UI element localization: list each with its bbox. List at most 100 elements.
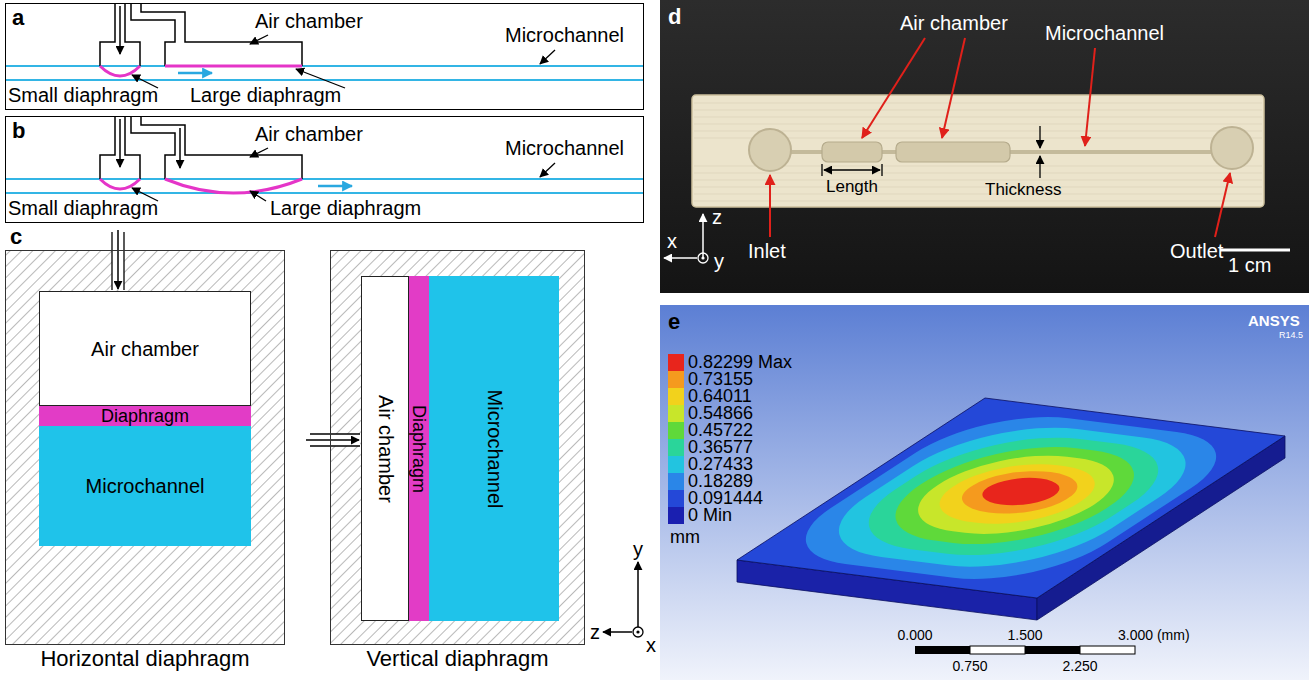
- dimension-arrow: [1039, 126, 1040, 148]
- part-label: x: [646, 634, 656, 657]
- leader-arrow: [250, 148, 268, 157]
- part-name: Air chamber: [91, 337, 199, 360]
- part-name: Diaphragm: [409, 404, 429, 492]
- legend-swatch: [668, 422, 684, 439]
- drawing-part: [761, 408, 1260, 589]
- panel-caption: Horizontal diaphragm: [40, 646, 249, 671]
- leader-arrow: [862, 38, 925, 138]
- legend-text: 0.82299 Max: [688, 354, 792, 371]
- part-label: ANSYS: [1248, 312, 1300, 329]
- drawing-part: [694, 124, 1262, 125]
- panel-c-drawing: [5, 230, 643, 645]
- axis-origin: [698, 253, 708, 263]
- panel-caption: Vertical diaphragm: [366, 646, 548, 671]
- part-label: e: [668, 309, 680, 334]
- part-label: z: [590, 621, 600, 644]
- drawing-part: [694, 173, 1262, 174]
- legend-swatch: [668, 371, 684, 388]
- air-arrow: [119, 6, 121, 54]
- legend-text: 0.45722: [688, 422, 753, 439]
- legend-swatch: [668, 473, 684, 490]
- axis-origin: [633, 627, 643, 637]
- part-label: mm: [670, 527, 700, 548]
- part-label: 0.750: [952, 658, 987, 674]
- part-label: Small diaphragm: [8, 84, 158, 107]
- scale-segment: [1080, 646, 1135, 654]
- leader-arrow: [250, 35, 268, 44]
- leader-arrow: [1215, 173, 1230, 237]
- part-label: x: [667, 230, 677, 253]
- drawing-part: [694, 117, 1262, 118]
- drawing-part: [968, 474, 1074, 508]
- legend-swatch: [668, 507, 684, 524]
- dimension-tick: [821, 164, 822, 176]
- part-label: Large diaphragm: [270, 197, 421, 220]
- inlet-wall: [111, 232, 112, 290]
- large-diaphragm: [165, 179, 302, 193]
- scale-bar: [1220, 249, 1290, 252]
- drawing-part: [694, 180, 1262, 181]
- dimension-tick: [881, 164, 882, 176]
- scale-segment: [970, 646, 1025, 654]
- drawing-part: [941, 466, 1099, 519]
- dimension-arrow: [824, 169, 880, 170]
- air-chamber: Air chamber: [39, 291, 251, 406]
- legend-text: 0.54866: [688, 405, 753, 422]
- drawing-part: [881, 448, 1151, 542]
- panel-e-simulation: [660, 305, 1309, 680]
- leader-arrow: [540, 50, 555, 64]
- part-label: R14.5: [1279, 330, 1303, 340]
- part-label: Air chamber: [255, 10, 363, 33]
- diaphragm: Diaphragm: [409, 276, 429, 621]
- render-ground: [660, 305, 1309, 680]
- part-label: Inlet: [748, 240, 786, 263]
- air-chamber-slot: [896, 142, 1010, 162]
- scale-segment: [1025, 646, 1080, 654]
- part-name: Microchannel: [483, 389, 506, 508]
- outlet-hole: [1211, 127, 1253, 169]
- legend-text: 0.64011: [688, 388, 752, 405]
- part-label: 0.000: [897, 627, 932, 643]
- part-label: Microchannel: [505, 24, 624, 47]
- legend-swatch: [668, 354, 684, 371]
- part-label: Air chamber: [255, 123, 363, 146]
- part-label: Length: [826, 177, 878, 197]
- part-label: z: [712, 206, 722, 229]
- part-label: 1.500: [1007, 627, 1042, 643]
- drawing-part: [911, 458, 1124, 531]
- axis-arrow: [603, 631, 632, 633]
- photo-ground: [660, 0, 1309, 293]
- part-label: d: [668, 4, 681, 29]
- print-layers: [694, 103, 1262, 201]
- part-label: c: [10, 224, 22, 249]
- panel-letter: a: [12, 5, 24, 30]
- drawing-part: [694, 194, 1262, 195]
- chip-housing: Horizontal diaphragmAir chamberDiaphragm…: [5, 250, 285, 645]
- axis-origin: [636, 630, 639, 633]
- channel-wall: [5, 192, 644, 194]
- contour-map: [737, 398, 1285, 598]
- drawing-part: [791, 418, 1233, 577]
- legend-swatch: [668, 405, 684, 422]
- drawing-part: [694, 187, 1262, 188]
- axis-origin: [701, 256, 704, 259]
- part-label: y: [714, 250, 724, 273]
- axis-arrow: [702, 214, 704, 258]
- part-label: Small diaphragm: [8, 197, 158, 220]
- printed-chip: [692, 95, 1264, 207]
- large-diaphragm: [165, 65, 302, 68]
- legend-text: 0.27433: [688, 456, 753, 473]
- part-label: Large diaphragm: [190, 84, 341, 107]
- legend-swatch: [668, 439, 684, 456]
- part-name: Microchannel: [86, 475, 205, 498]
- part-label: Microchannel: [1045, 22, 1164, 45]
- axis-arrow: [637, 562, 639, 632]
- part-label: y: [633, 538, 643, 561]
- panel-b-drawing: [5, 116, 644, 201]
- legend-swatch: [668, 388, 684, 405]
- microchannel: Microchannel: [429, 276, 559, 621]
- dimension-arrow: [1039, 156, 1040, 178]
- small-diaphragm: [100, 66, 140, 76]
- air-arrow: [119, 119, 121, 167]
- leader-arrow: [250, 191, 266, 201]
